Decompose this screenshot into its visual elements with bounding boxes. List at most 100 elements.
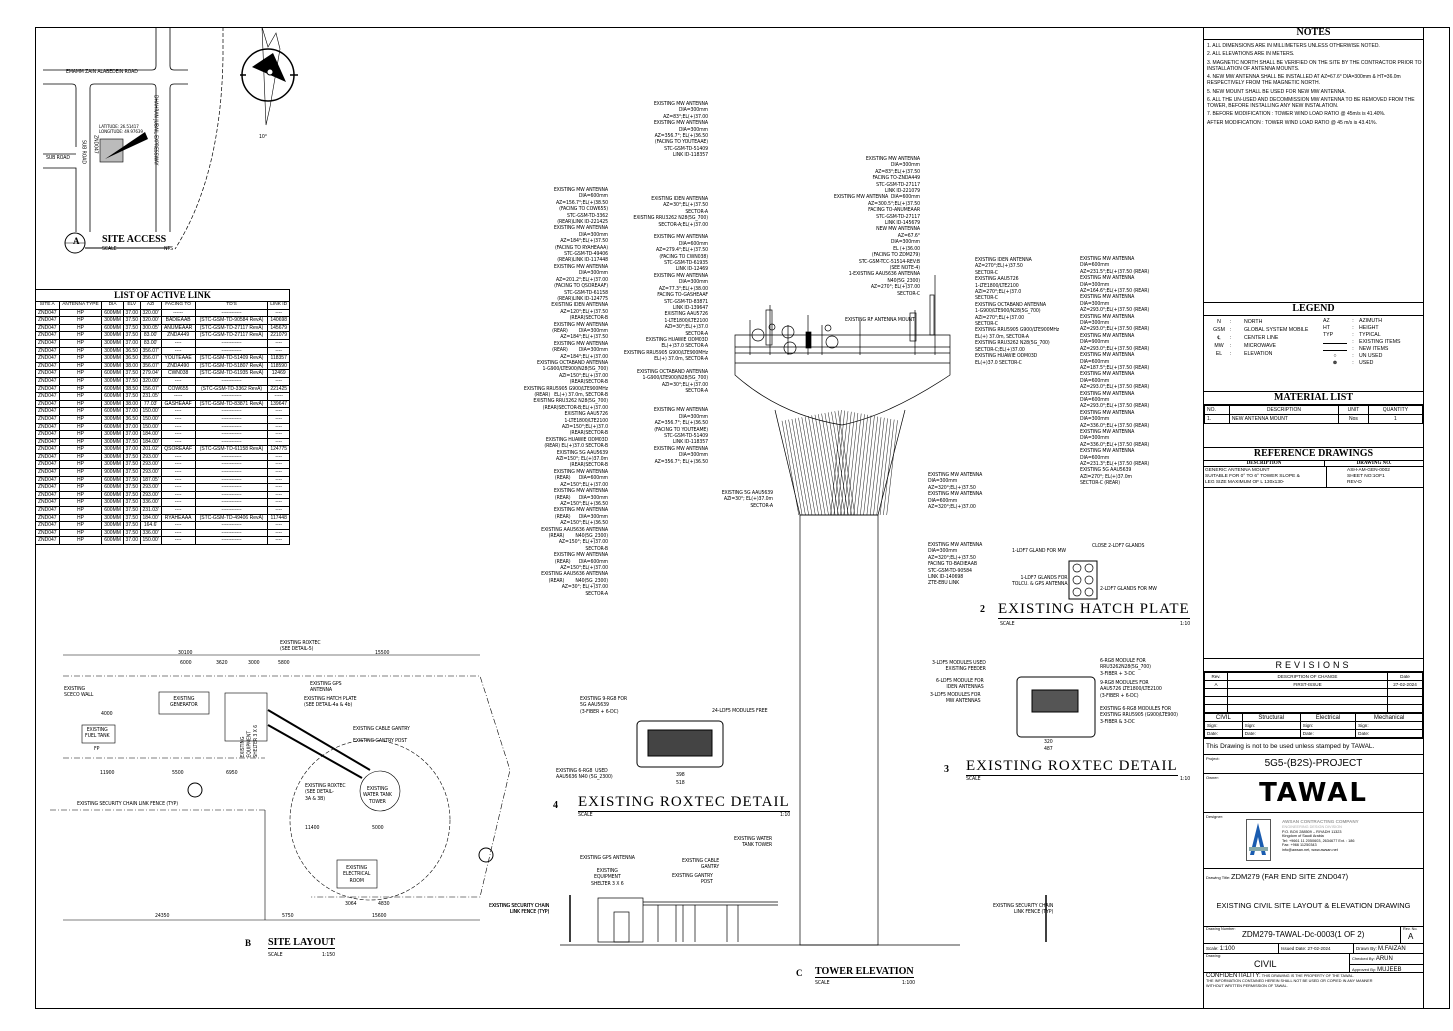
table-cell: 1 (1367, 414, 1424, 424)
legend-colon: : (1352, 339, 1354, 345)
reference-drawings-title: REFERENCE DRAWINGS (1204, 448, 1423, 461)
table-cell: ZND047 (35, 475, 60, 485)
site-layout-marker: B (245, 938, 252, 948)
table-cell: HP (58, 346, 103, 356)
callout-badieaab: EXISTING MW ANTENNA DIA=300mm AZ=320°;EL… (928, 542, 983, 587)
callout-lower-right: EXISTING MW ANTENNA DIA=300mm AZ=320°;EL… (928, 472, 983, 511)
legend-row: TYP:TYPICAL (1323, 332, 1401, 339)
discipline-header: Electrical (1299, 713, 1357, 722)
table-cell: 37.50 (122, 513, 141, 523)
table-header: ANTENNA TYPE (58, 301, 103, 310)
scale-value: NTS (164, 246, 174, 252)
sign-cell: Sign: (1355, 721, 1423, 730)
dimension: 487 (1044, 746, 1053, 752)
table-cell: 300MM (101, 346, 124, 356)
table-cell: 37.00 (122, 338, 141, 348)
table-cell: ZND047 (35, 468, 60, 477)
table-cell: ZND047 (35, 316, 60, 325)
table-cell: HP (58, 392, 103, 401)
legend-colon: : (1352, 346, 1354, 352)
tower-hatch-line (879, 418, 892, 516)
table-cell: HP (58, 414, 103, 424)
table-cell: HP (58, 361, 103, 371)
dimension: 15500 (375, 650, 390, 656)
tower-hatch-line (853, 414, 865, 516)
table-cell: ---- (267, 506, 290, 515)
table-cell: 37.50 (122, 506, 141, 515)
dimension: 398 (676, 772, 685, 778)
table-cell: ZND047 (35, 407, 60, 416)
site-layout-plan (50, 654, 511, 921)
legend-row: MW:MICROWAVE (1208, 342, 1323, 350)
table-cell: YOUTEAAE (160, 354, 196, 363)
table-cell: 124775 (267, 445, 290, 454)
table-cell: 600MM (101, 483, 124, 492)
table-header: SITE A (35, 301, 60, 310)
table-header: DIA (101, 301, 124, 310)
table-header: Rev. (1204, 672, 1228, 681)
table-cell: ZND047 (35, 521, 60, 530)
table-cell: 37.00 (122, 430, 141, 439)
table-cell: 37.50 (122, 437, 141, 447)
table-cell: 300MM (101, 399, 124, 409)
legend-key: HT (1323, 325, 1330, 331)
table-cell: 37.00 (122, 536, 141, 545)
field-label: Rev. No. (1403, 927, 1418, 931)
field-label: Checked By: (1352, 956, 1375, 961)
table-cell: 184.00' (139, 437, 162, 447)
callout-right-far: EXISTING MW ANTENNA DIA=600mm AZ=231.5°;… (1080, 256, 1150, 487)
table-cell: 600MM (101, 308, 124, 318)
field-label: Designer: (1206, 814, 1224, 819)
table-cell: 37.50 (122, 460, 141, 470)
fence-label: EXISTING SECURITY CHAIN LINK FENCE (TYP) (489, 903, 550, 916)
table-cell: ------------ (194, 490, 269, 500)
table-cell: ---- (267, 528, 290, 538)
dimension: 4000 (101, 711, 113, 717)
table-cell: ZND047 (35, 308, 60, 318)
field-label: CONFIDENTIALITY: (1206, 973, 1261, 979)
table-cell: ---- (267, 452, 290, 462)
tower-label: EXISTING WATER TANK TOWER (363, 786, 392, 805)
road-label: SUB ROAD (46, 155, 70, 161)
hatch-label: EXISTING HATCH PLATE (SEE DETAIL-4a & 4b… (304, 696, 357, 709)
dimension: 3000 (248, 660, 260, 666)
table-cell: 37.50 (122, 521, 141, 530)
table-cell: ------------ (194, 452, 269, 462)
table-cell: 300MM (101, 445, 124, 454)
table-cell: 36.50 (122, 354, 141, 363)
table-cell: (STC-GSM-TD-83871 RevA) (194, 399, 269, 409)
approved-by: MUJEEB (1377, 967, 1402, 973)
table-cell: 300MM (101, 338, 124, 348)
table-cell: ------------ (194, 346, 269, 356)
table-header: ELV (122, 301, 141, 310)
gps-label: EXISTING GPS ANTENNA (310, 681, 342, 694)
tower-hatch-line (781, 420, 800, 516)
table-cell: 356.07' (139, 346, 162, 356)
table-cell: HP (58, 468, 103, 477)
callout-rf-mount: EXISTING RF ANTENNA MOUNT (845, 317, 915, 323)
table-cell: Nos (1338, 414, 1369, 424)
table-cell (1204, 688, 1228, 697)
table-cell: 600MM (101, 422, 124, 432)
table-cell: 37.00 (122, 422, 141, 432)
table-cell: 36.50 (122, 346, 141, 356)
table-cell: ---- (160, 460, 196, 470)
table-cell: ZND047 (35, 490, 60, 500)
callout-right-sector-c: EXISTING IDEN ANTENNA AZ=270°;EL(+)37.50… (975, 257, 1060, 366)
scale-value: 1:150 (322, 952, 335, 958)
tower-hatch-line (850, 413, 862, 516)
table-cell: HP (58, 475, 103, 485)
table-cell: HP (58, 338, 103, 348)
dimension: 5800 (278, 660, 290, 666)
table-cell: ZND047 (35, 392, 60, 401)
roxtec-4-frame (636, 720, 724, 768)
table-cell: HP (58, 506, 103, 515)
table-header: QUANTITY (1367, 405, 1424, 415)
legend-key: N (1217, 319, 1221, 325)
table-cell (1204, 696, 1228, 705)
scale-label: SCALE (578, 812, 593, 818)
table-cell: 300MM (101, 498, 124, 508)
table-cell: ---- (267, 498, 290, 508)
